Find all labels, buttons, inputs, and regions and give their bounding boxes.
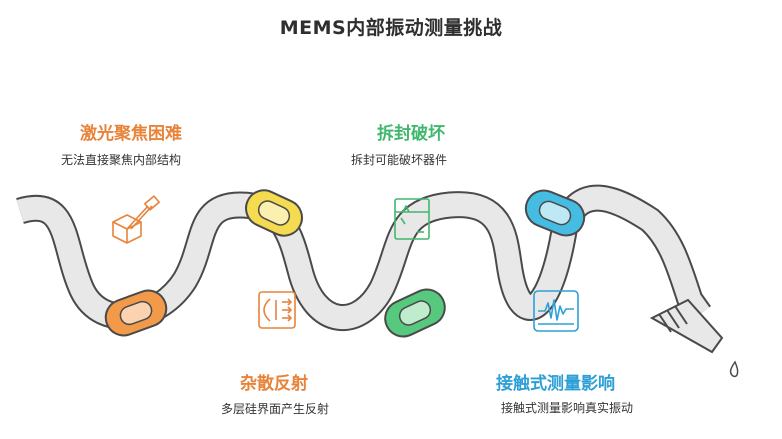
knot-orange <box>104 289 168 337</box>
hose-nozzle <box>649 298 739 378</box>
challenge-1-title: 激光聚焦困难 <box>80 124 182 144</box>
knot-green <box>384 288 446 338</box>
water-drop-icon <box>729 360 739 378</box>
challenge-4-title: 接触式测量影响 <box>496 374 615 394</box>
challenge-2-title: 拆封破坏 <box>377 124 445 144</box>
challenge-3-description: 多层硅界面产生反射 <box>221 402 330 416</box>
waveform-monitor-icon <box>533 290 579 332</box>
reflection-layers-icon <box>258 291 296 329</box>
knot-blue <box>524 189 586 237</box>
box-light-beam-icon <box>112 195 160 244</box>
page-title: MEMS内部振动测量挑战 <box>279 17 503 39</box>
challenge-4-description: 接触式测量影响真实振动 <box>500 401 633 415</box>
challenge-3-title: 杂散反射 <box>240 374 308 394</box>
challenge-2-description: 拆封可能破坏器件 <box>351 153 448 167</box>
opened-box-icon <box>394 198 430 240</box>
challenge-1-description: 无法直接聚焦内部结构 <box>61 153 182 167</box>
knot-yellow <box>245 189 303 237</box>
